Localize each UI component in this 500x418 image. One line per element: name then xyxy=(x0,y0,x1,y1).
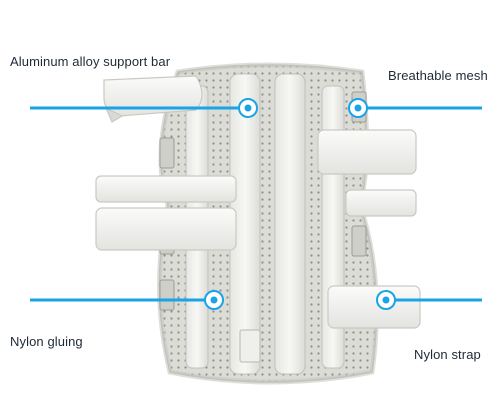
label-support-bar: Aluminum alloy support bar xyxy=(10,54,171,69)
label-nylon-strap: Nylon strap xyxy=(414,347,481,362)
nylon-straps xyxy=(95,75,421,329)
label-breathable-mesh: Breathable mesh xyxy=(388,68,488,83)
callout-lines xyxy=(30,106,482,302)
label-nylon-gluing: Nylon gluing xyxy=(10,334,83,349)
callout-markers xyxy=(204,98,396,310)
